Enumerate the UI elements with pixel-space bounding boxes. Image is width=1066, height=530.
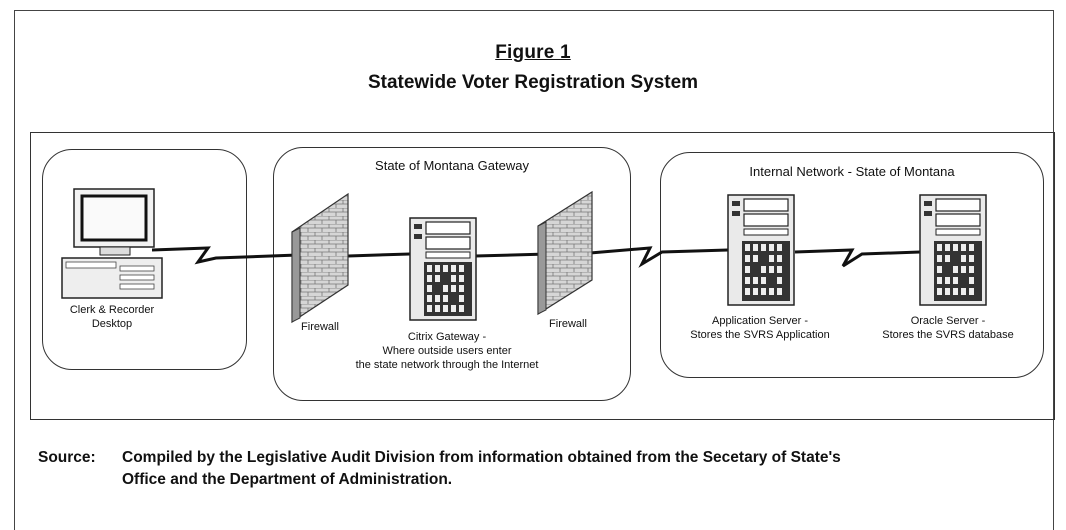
link-firewall-to-citrix [347,252,411,258]
source-note: Source: Compiled by the Legislative Audit… [38,447,841,491]
source-label: Source: [38,449,96,466]
firewall-left-label: Firewall [301,321,339,333]
link-firewall-to-appserver [589,246,729,268]
oracle-label-line1: Oracle Server - [910,315,986,327]
internal-zone-title: Internal Network - State of Montana [749,164,955,179]
diagram-graphics [61,188,987,324]
application-server-icon [727,194,795,306]
citrix-server-icon [409,217,477,321]
source-line1: Compiled by the Legislative Audit Divisi… [122,449,841,466]
figure-title: Statewide Voter Registration System [367,72,699,93]
oracle-server-icon [919,194,987,306]
firewall-right-label: Firewall [549,318,587,330]
desktop-label: Clerk & Recorder Desktop [52,303,172,331]
figure-number: Figure 1 [495,42,571,63]
citrix-label-line2: Where outside users enter [382,345,512,357]
diagram-frame [30,132,1055,420]
firewall-right-icon [537,190,593,316]
citrix-label-line1: Citrix Gateway - [407,331,487,343]
source-line2: Office and the Department of Administrat… [122,471,453,488]
citrix-label-line3: the state network through the Internet [355,359,539,371]
link-appserver-to-oracle [794,248,921,268]
oracle-server-label: Oracle Server - Stores the SVRS database [868,314,1028,342]
oracle-label-line2: Stores the SVRS database [882,329,1014,341]
appserver-label-line1: Application Server - [712,315,808,327]
desktop-label-line1: Clerk & Recorder [69,304,155,316]
desktop-label-line2: Desktop [91,318,133,330]
link-citrix-to-firewall [474,252,549,258]
gateway-zone-title: State of Montana Gateway [375,158,529,173]
desktop-computer-icon [61,188,163,299]
page-frame [14,10,1054,530]
application-server-label: Application Server - Stores the SVRS App… [675,314,845,342]
citrix-gateway-label: Citrix Gateway - Where outside users ent… [322,330,572,372]
firewall-left-icon [291,192,349,324]
link-desktop-to-firewall [151,246,299,265]
appserver-label-line2: Stores the SVRS Application [690,329,830,341]
internal-network-zone: Internal Network - State of Montana [660,152,1044,378]
